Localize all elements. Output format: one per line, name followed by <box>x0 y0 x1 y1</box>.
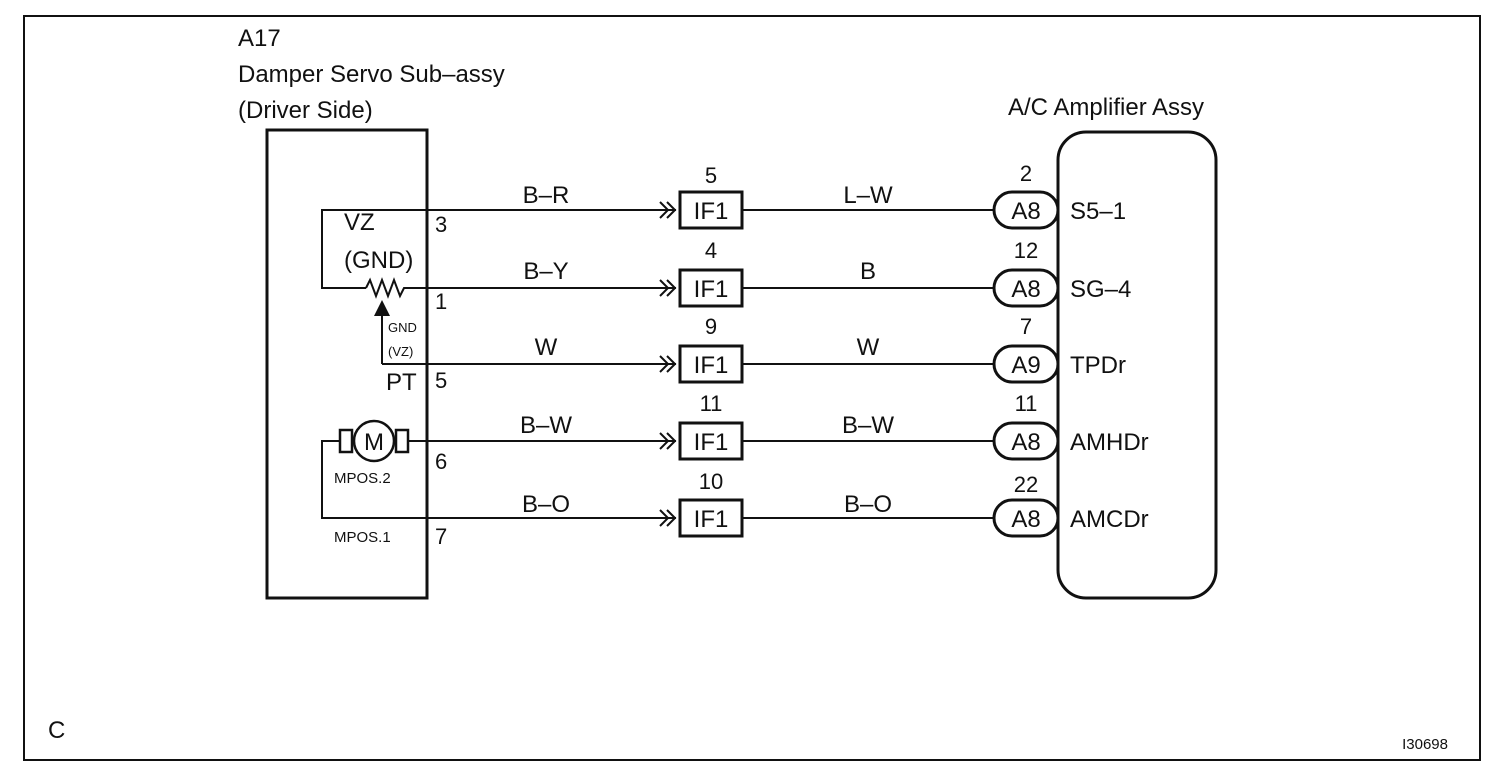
junction-box <box>678 190 744 230</box>
diagram-frame <box>23 15 1481 761</box>
circuit-row-3: IF1 A9 5 W 9 W 7 TPDr <box>428 314 1126 393</box>
junction-pin: 4 <box>705 238 717 263</box>
amp-connector-oval <box>992 268 1060 308</box>
servo-name-line1: Damper Servo Sub–assy <box>238 61 505 88</box>
junction-label: IF1 <box>694 276 729 303</box>
mpos2-label: MPOS.2 <box>334 470 391 487</box>
wire-color-right: B–O <box>844 491 892 518</box>
amp-connector-oval <box>992 344 1060 384</box>
connector-chevron-icon <box>659 355 677 373</box>
motor-label: M <box>364 429 384 456</box>
arrow-vz-label: (VZ) <box>388 344 413 359</box>
terminal-name: AMCDr <box>1070 506 1149 533</box>
wire-color-right: B <box>860 258 876 285</box>
pt-label: PT <box>386 369 417 396</box>
amp-connector-label: A8 <box>1011 429 1040 456</box>
wire-color-right: B–W <box>842 412 894 439</box>
junction-pin: 10 <box>699 469 723 494</box>
circuit-row-1: IF1 A8 3 B–R 5 L–W 2 S5–1 <box>428 161 1126 237</box>
amp-pin: 11 <box>1015 391 1038 416</box>
wire-color-right: L–W <box>843 182 893 209</box>
amp-pin: 22 <box>1014 472 1038 497</box>
amp-connector-label: A8 <box>1011 506 1040 533</box>
amp-pin: 7 <box>1020 314 1032 339</box>
diagram-code: C <box>48 717 65 744</box>
resistor-icon <box>365 277 428 299</box>
servo-code: A17 <box>238 25 281 52</box>
amp-connector-label: A8 <box>1011 276 1040 303</box>
connector-chevron-icon <box>659 509 677 527</box>
connector-chevron-icon <box>659 279 677 297</box>
circuit-row-2: IF1 A8 1 B–Y 4 B 12 SG–4 <box>428 238 1131 314</box>
servo-pin: 1 <box>435 289 447 314</box>
junction-label: IF1 <box>694 198 729 225</box>
wire-color-left: W <box>535 334 558 361</box>
connector-chevron-icon <box>659 432 677 450</box>
servo-internal: M VZ (GND) GND (VZ) PT MPOS.2 MPOS.1 <box>321 209 428 546</box>
terminal-name: S5–1 <box>1070 198 1126 225</box>
amplifier-name: A/C Amplifier Assy <box>1008 94 1204 121</box>
terminal-name: SG–4 <box>1070 276 1131 303</box>
junction-label: IF1 <box>694 506 729 533</box>
servo-pin: 5 <box>435 368 447 393</box>
junction-pin: 11 <box>700 391 723 416</box>
figure-id: I30698 <box>1402 736 1448 753</box>
circuit-row-4: IF1 A8 6 B–W 11 B–W 11 AMHDr <box>428 391 1149 474</box>
amp-connector-oval <box>992 421 1060 461</box>
amp-pin: 12 <box>1014 238 1038 263</box>
wire-color-left: B–O <box>522 491 570 518</box>
wire-color-left: B–W <box>520 412 572 439</box>
junction-pin: 5 <box>705 163 717 188</box>
vz-label: VZ <box>344 209 375 236</box>
servo-name-line2: (Driver Side) <box>238 97 373 124</box>
motor-icon <box>352 419 396 463</box>
mpos1-label: MPOS.1 <box>334 529 391 546</box>
servo-pin: 3 <box>435 212 447 237</box>
amp-connector-label: A9 <box>1011 352 1040 379</box>
servo-pin: 6 <box>435 449 447 474</box>
amp-connector-oval <box>992 498 1060 538</box>
junction-label: IF1 <box>694 429 729 456</box>
wire-color-left: B–Y <box>523 258 568 285</box>
connector-chevron-icon <box>659 201 677 219</box>
arrow-gnd-label: GND <box>388 320 417 335</box>
amp-connector-oval <box>992 190 1060 230</box>
amp-pin: 2 <box>1020 161 1032 186</box>
junction-pin: 9 <box>705 314 717 339</box>
servo-pin: 7 <box>435 524 447 549</box>
gnd-paren-label: (GND) <box>344 247 413 274</box>
wire-color-left: B–R <box>523 182 570 209</box>
wire-color-right: W <box>857 334 880 361</box>
junction-label: IF1 <box>694 352 729 379</box>
amp-connector-label: A8 <box>1011 198 1040 225</box>
terminal-name: TPDr <box>1070 352 1126 379</box>
terminal-name: AMHDr <box>1070 429 1149 456</box>
junction-box <box>678 421 744 461</box>
circuit-row-5: IF1 A8 7 B–O 10 B–O 22 AMCDr <box>428 469 1149 549</box>
wiper-arrow-icon <box>374 300 390 316</box>
